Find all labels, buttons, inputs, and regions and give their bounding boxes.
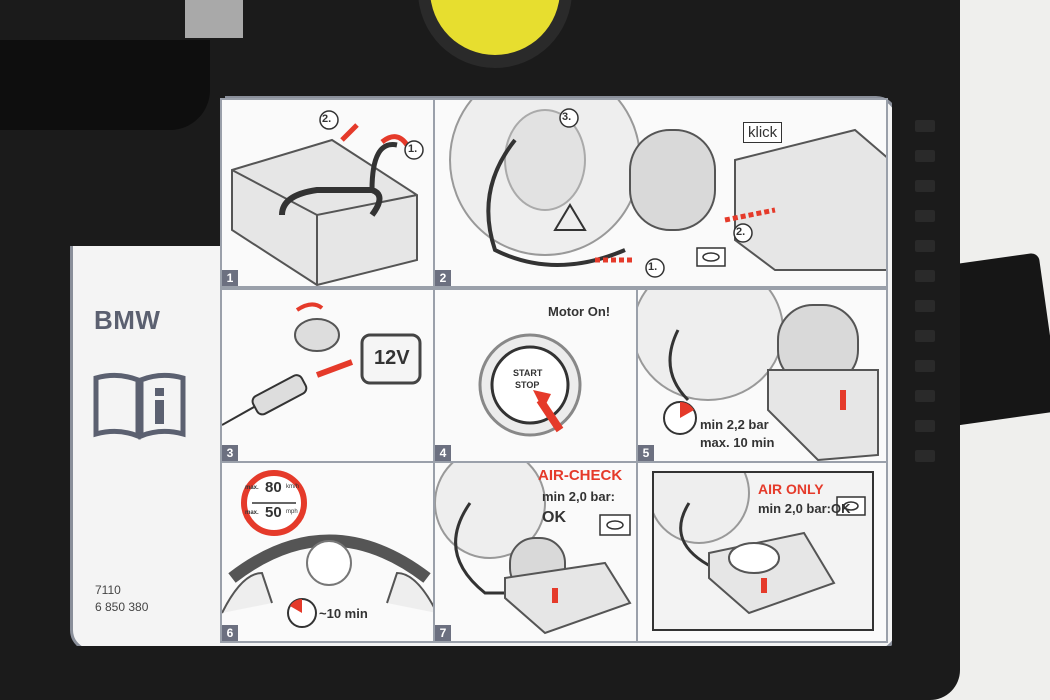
air-only-frame: [648, 463, 874, 631]
brand-name: BMW: [94, 305, 161, 335]
cooling-fin: [915, 390, 935, 402]
cooling-fin: [915, 420, 935, 432]
voltage-label: 12V: [374, 347, 410, 369]
sub-step-1: 1.: [648, 261, 658, 273]
part-number-line-1: 7110: [95, 583, 121, 597]
motor-on-label: Motor On!: [548, 304, 611, 319]
max-label-kmh: max.: [245, 485, 259, 491]
speed-kmh: 80: [265, 479, 282, 496]
cooling-fin: [915, 450, 935, 462]
steering-wheel-icon: [222, 470, 433, 628]
cooling-fin: [915, 300, 935, 312]
air-only-title: AIR ONLY: [758, 481, 824, 497]
housing-recess: [0, 40, 210, 130]
cooling-fin: [915, 360, 935, 372]
step-7-panel: AIR-CHECK min 2,0 bar: OK 7: [433, 461, 638, 643]
unit-kmh: km/h: [286, 484, 300, 490]
step-8-panel: AIR ONLY min 2,0 bar:OK: [636, 461, 888, 643]
start-stop-button-icon: [478, 333, 582, 437]
step-number: 6: [222, 625, 238, 641]
step-number: 7: [435, 625, 451, 641]
cigarette-lighter-icon: [222, 302, 422, 426]
tire-and-compressor-icon: [449, 100, 886, 278]
step-number: 2: [435, 270, 451, 286]
cooling-fin: [915, 240, 935, 252]
step-5-panel: min 2,2 bar max. 10 min 5: [636, 288, 888, 463]
cooling-fin: [915, 270, 935, 282]
sub-step-3: 3.: [562, 111, 572, 123]
part-number: 7110 6 850 380: [95, 582, 148, 616]
step-number: 3: [222, 445, 238, 461]
part-number-line-2: 6 850 380: [95, 600, 149, 614]
step-number: 5: [638, 445, 654, 461]
cooling-fin: [915, 150, 935, 162]
step-4-panel: Motor On! START STOP 4: [433, 288, 638, 463]
air-only-icon: [648, 463, 866, 615]
min-pressure-label: min 2,2 bar: [700, 417, 769, 432]
step-1-panel: 2. 1. 1: [220, 98, 435, 288]
cooling-fin: [915, 180, 935, 192]
sub-step-2: 2.: [736, 226, 746, 238]
step-2-panel: 3. 1. 2. klick 2: [433, 98, 888, 288]
ok-label: OK: [542, 509, 566, 526]
step-6-panel: max. 80 km/h max. 50 mph ~10 min 6: [220, 461, 435, 643]
step-number: 4: [435, 445, 451, 461]
sub-step-2: 2.: [322, 113, 332, 125]
cooling-fin: [915, 120, 935, 132]
cooling-fin: [915, 330, 935, 342]
compressor-icon: [231, 110, 424, 286]
air-check-icon: [435, 463, 632, 635]
min-pressure-ok-label: min 2,0 bar:OK: [758, 501, 851, 516]
klick-callout: klick: [743, 122, 783, 143]
step-number: 1: [222, 270, 238, 286]
speed-mph: 50: [265, 504, 282, 521]
max-label-mph: max.: [245, 510, 259, 516]
air-check-title: AIR-CHECK: [538, 467, 623, 484]
step-3-panel: 12V 3: [220, 288, 435, 463]
tire-compressor-icon: [638, 290, 879, 461]
open-book-info-icon: [93, 372, 186, 440]
start-label: START: [513, 368, 543, 378]
unit-mph: mph: [286, 509, 298, 515]
cooling-fin: [915, 210, 935, 222]
drive-time-label: ~10 min: [319, 606, 368, 621]
stop-label: STOP: [515, 380, 540, 390]
metal-bracket: [185, 0, 243, 38]
sub-step-1: 1.: [408, 143, 418, 155]
min-pressure-label: min 2,0 bar:: [542, 489, 615, 504]
max-time-label: max. 10 min: [700, 435, 775, 450]
